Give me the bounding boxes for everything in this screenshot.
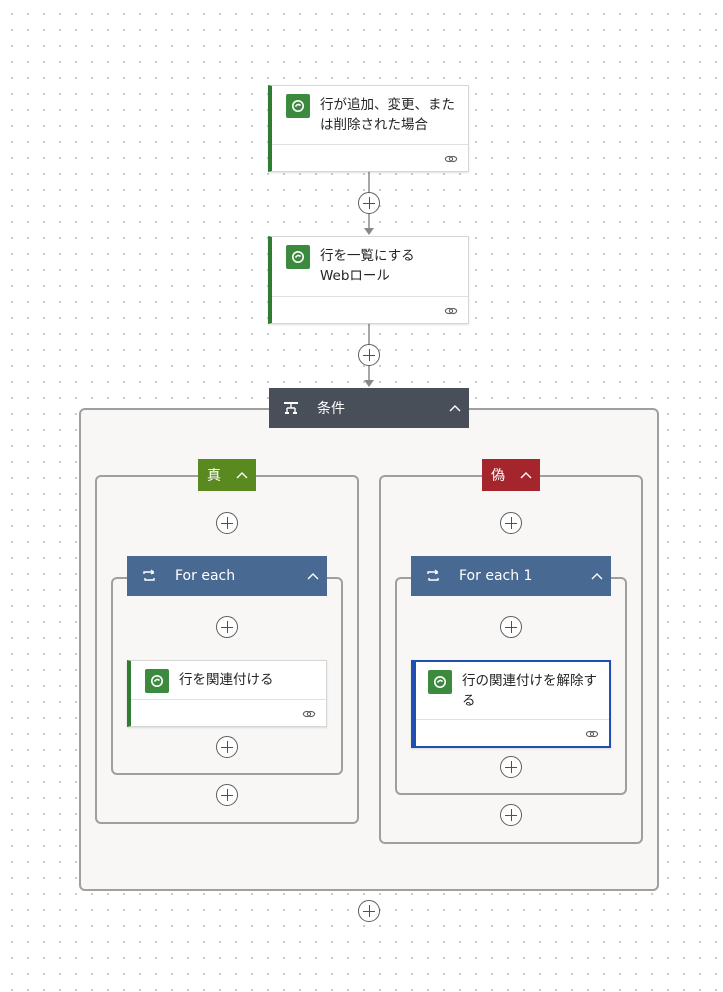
relate-rows-card[interactable]: 行を関連付ける — [127, 660, 327, 727]
add-step-button[interactable] — [216, 784, 238, 806]
list-rows-card[interactable]: 行を一覧にする Webロール — [268, 236, 469, 324]
chevron-up-icon[interactable] — [307, 572, 319, 580]
dataverse-icon — [428, 670, 452, 694]
list-rows-title: 行を一覧にする Webロール — [320, 246, 460, 286]
card-footer — [131, 699, 326, 726]
unrelate-rows-title: 行の関連付けを解除する — [462, 673, 597, 709]
card-footer — [272, 144, 468, 171]
add-step-button[interactable] — [216, 616, 238, 638]
add-step-button[interactable] — [358, 900, 380, 922]
chevron-up-icon[interactable] — [449, 404, 461, 412]
chevron-up-icon[interactable] — [591, 572, 603, 580]
list-rows-table: Webロール — [320, 268, 390, 284]
dataverse-icon — [145, 669, 169, 693]
add-step-button[interactable] — [216, 512, 238, 534]
true-branch-header[interactable]: 真 — [198, 459, 256, 491]
card-footer — [272, 296, 468, 323]
foreach-label: For each — [175, 568, 236, 584]
add-step-button[interactable] — [216, 736, 238, 758]
link-icon — [444, 155, 458, 163]
foreach-header[interactable]: For each — [127, 556, 327, 596]
foreach-1-header[interactable]: For each 1 — [411, 556, 611, 596]
condition-icon — [284, 402, 298, 414]
add-step-button[interactable] — [358, 192, 380, 214]
list-rows-action: 行を一覧にする — [320, 248, 415, 264]
unrelate-rows-card[interactable]: 行の関連付けを解除する — [411, 660, 611, 748]
add-step-button[interactable] — [500, 804, 522, 826]
false-branch-header[interactable]: 偽 — [482, 459, 540, 491]
loop-icon — [143, 569, 155, 581]
chevron-up-icon[interactable] — [236, 471, 248, 479]
condition-label: 条件 — [317, 401, 345, 417]
true-branch-label: 真 — [207, 468, 221, 484]
link-icon — [444, 307, 458, 315]
foreach-1-label: For each 1 — [459, 568, 533, 584]
link-icon — [302, 710, 316, 718]
dataverse-icon — [286, 94, 310, 118]
add-step-button[interactable] — [500, 512, 522, 534]
condition-header[interactable]: 条件 — [269, 388, 469, 428]
chevron-up-icon[interactable] — [520, 471, 532, 479]
loop-icon — [427, 569, 439, 581]
false-branch-label: 偽 — [491, 468, 505, 484]
add-step-button[interactable] — [500, 756, 522, 778]
trigger-title: 行が追加、変更、または削除された場合 — [320, 97, 455, 133]
card-footer — [416, 719, 609, 746]
dataverse-icon — [286, 245, 310, 269]
link-icon — [585, 730, 599, 738]
trigger-card[interactable]: 行が追加、変更、または削除された場合 — [268, 85, 469, 172]
relate-rows-title: 行を関連付ける — [179, 672, 274, 688]
add-step-button[interactable] — [358, 344, 380, 366]
add-step-button[interactable] — [500, 616, 522, 638]
